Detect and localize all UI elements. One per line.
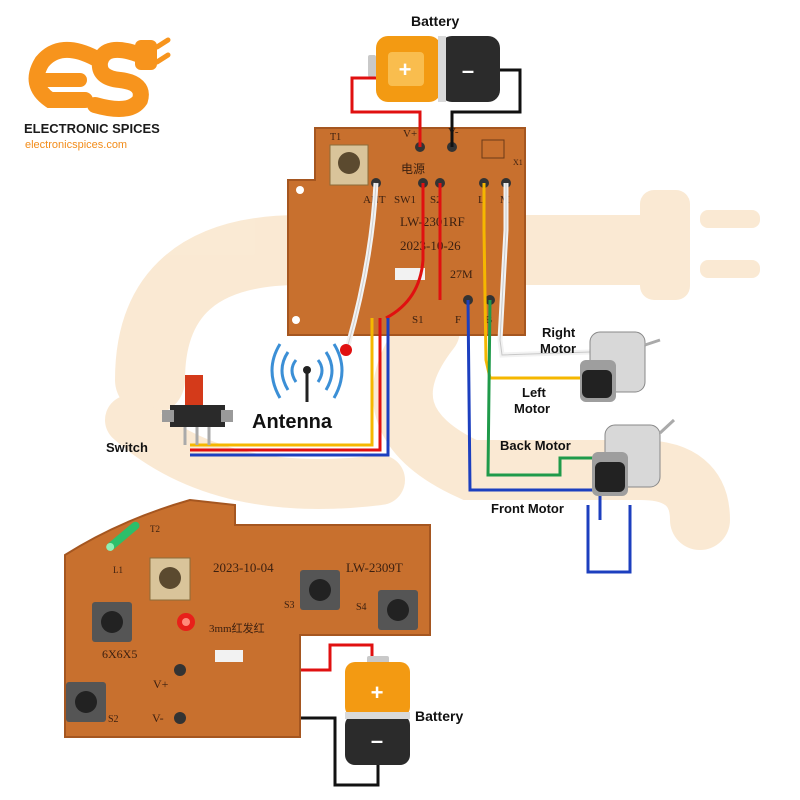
rx-date: 2023-10-26: [400, 238, 461, 253]
rx-model: LW-2301RF: [400, 214, 465, 229]
rx-l: L: [478, 194, 485, 206]
tx-model: LW-2309T: [346, 560, 403, 575]
tx-s4: S4: [356, 602, 367, 613]
rx-x1: X1: [513, 158, 523, 167]
battery-top-plus: +: [399, 57, 412, 82]
rx-s1: S1: [412, 314, 424, 326]
motor-bottom: [592, 418, 676, 496]
rx-f: F: [455, 314, 461, 326]
rx-t1: T1: [330, 132, 341, 143]
battery-top-label: Battery: [411, 13, 459, 29]
tx-date: 2023-10-04: [213, 560, 274, 575]
tx-button-size: 6X6X5: [102, 647, 137, 661]
battery-bottom-label: Battery: [415, 708, 463, 724]
right-motor-label-line2: Motor: [540, 341, 576, 356]
battery-bottom-minus: –: [371, 728, 383, 753]
tx-l1: L1: [113, 565, 123, 575]
rx-sw1: SW1: [394, 194, 416, 206]
rx-vplus: V+: [403, 128, 417, 140]
left-motor-label-line2: Motor: [514, 401, 550, 416]
rx-s2: S2: [430, 194, 442, 206]
battery-top-minus: –: [462, 58, 474, 83]
battery-bottom-plus: +: [371, 680, 384, 705]
back-motor-label: Back Motor: [500, 438, 571, 453]
right-motor-label-line1: Right: [542, 325, 576, 340]
tx-vminus: V-: [152, 711, 164, 725]
tx-vplus: V+: [153, 677, 169, 691]
battery-top: + –: [368, 36, 500, 102]
tx-s3: S3: [284, 600, 295, 611]
watermark-plug: [105, 190, 760, 550]
switch-label: Switch: [106, 440, 148, 455]
front-motor-label: Front Motor: [491, 501, 564, 516]
left-motor-label-line1: Left: [522, 385, 547, 400]
tx-t2: T2: [150, 524, 160, 534]
rx-frequency: 27M: [450, 267, 473, 281]
antenna-label: Antenna: [252, 411, 333, 433]
transmitter-board: [64, 498, 431, 738]
rx-power: 电源: [401, 162, 425, 176]
battery-bottom: + –: [345, 656, 410, 765]
antenna-icon: [270, 343, 344, 402]
brand-logo: [28, 37, 171, 117]
motor-top: [580, 331, 661, 402]
tx-led-note: 3mm红发红: [209, 621, 265, 635]
brand-name: ELECTRONIC SPICES: [24, 121, 160, 136]
slide-switch: [162, 375, 233, 445]
brand-site: electronicspices.com: [25, 139, 127, 151]
tx-s2: S2: [108, 714, 119, 725]
